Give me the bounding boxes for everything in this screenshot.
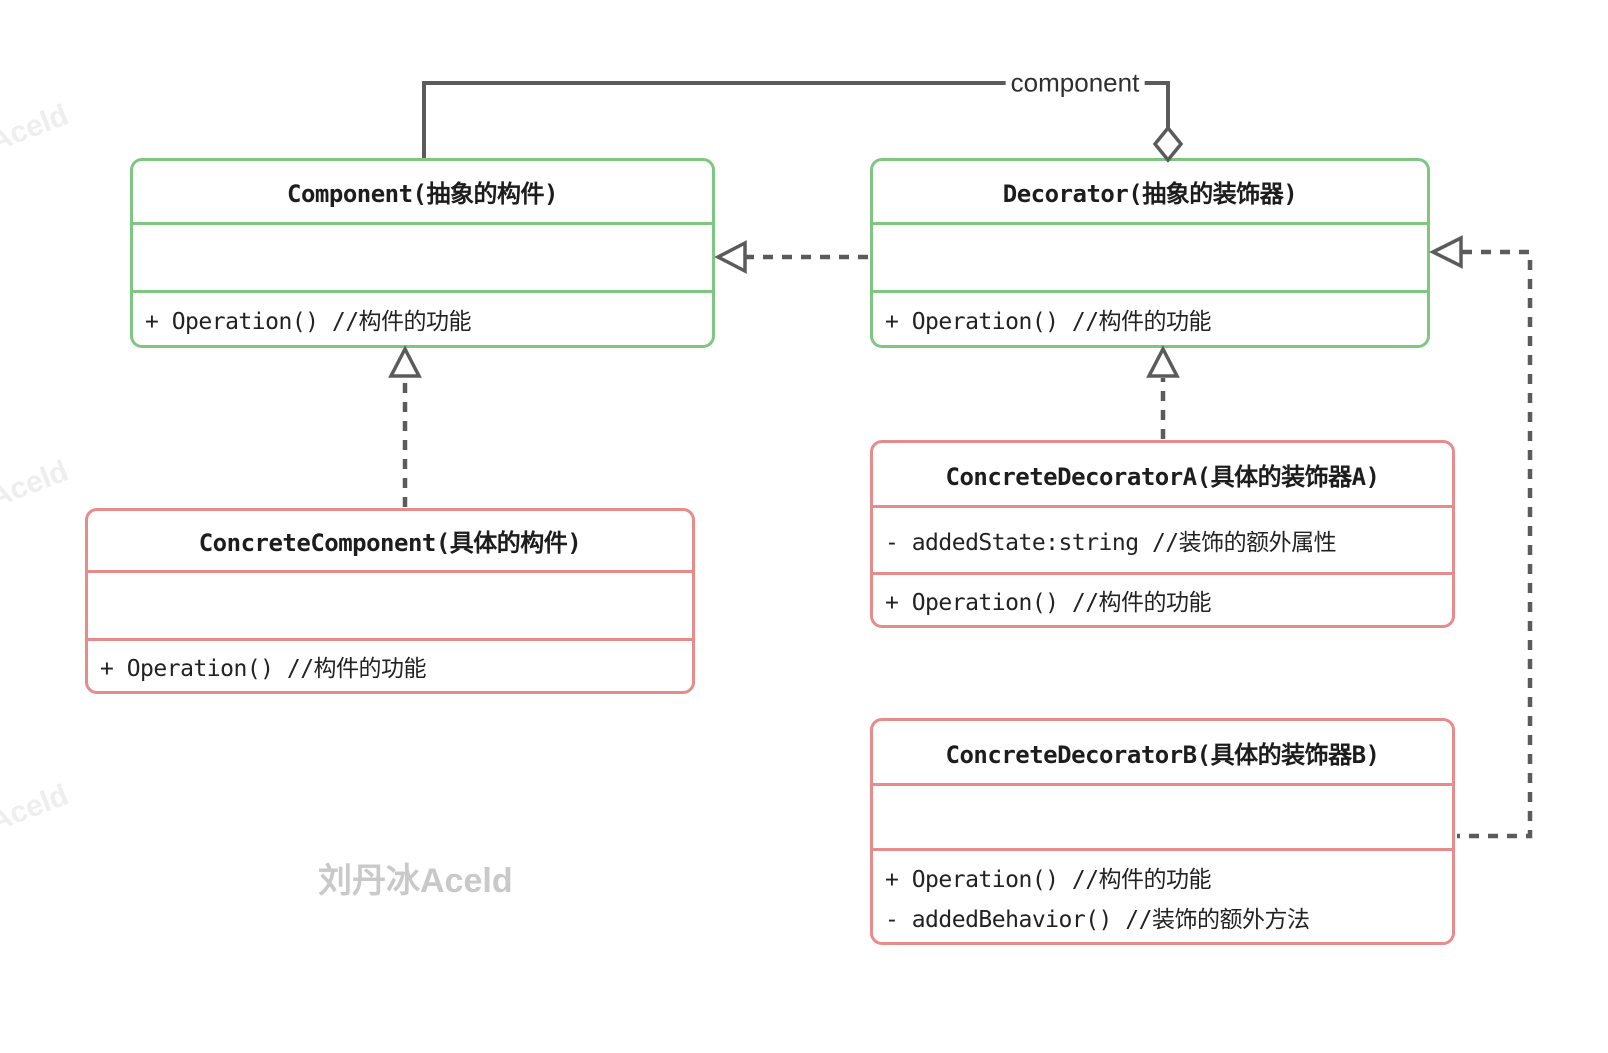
class-operations: + Operation() //构件的功能 - addedBehavior() … (873, 851, 1452, 942)
class-attributes-empty (88, 573, 692, 641)
class-title: Decorator(抽象的装饰器) (873, 161, 1427, 225)
class-concrete-component: ConcreteComponent(具体的构件) + Operation() /… (85, 508, 695, 694)
class-operation: + Operation() //构件的功能 (885, 866, 1212, 893)
association-label: component (1005, 67, 1145, 99)
class-title: ConcreteDecoratorA(具体的装饰器A) (873, 443, 1452, 508)
class-attribute: - addedState:string //装饰的额外属性 (873, 508, 1452, 575)
class-concrete-decorator-b: ConcreteDecoratorB(具体的装饰器B) + Operation(… (870, 718, 1455, 945)
watermark-text: Aceld (0, 454, 73, 515)
author-signature: 刘丹冰Aceld (318, 862, 513, 900)
concretedecoratora-to-decorator-arrow (1146, 345, 1180, 439)
hollow-triangle-icon (1146, 345, 1180, 378)
class-operation: + Operation() //构件的功能 (885, 590, 1212, 616)
concretecomponent-to-component-arrow (388, 345, 422, 507)
class-title: Component(抽象的构件) (133, 161, 712, 225)
class-operation: + Operation() //构件的功能 (885, 309, 1212, 335)
watermark-text: Aceld (0, 98, 73, 159)
class-concrete-decorator-a: ConcreteDecoratorA(具体的装饰器A) - addedState… (870, 440, 1455, 628)
aggregation-diamond-icon (1152, 125, 1184, 163)
class-operation: - addedBehavior() //装饰的额外方法 (885, 906, 1310, 933)
class-title: ConcreteComponent(具体的构件) (88, 511, 692, 573)
class-title: ConcreteDecoratorB(具体的装饰器B) (873, 721, 1452, 786)
class-attributes-empty (133, 225, 712, 293)
decorator-to-component-arrow (714, 240, 868, 274)
class-operation: + Operation() //构件的功能 (145, 309, 472, 335)
hollow-triangle-icon (1429, 235, 1463, 269)
class-attributes-empty (873, 225, 1427, 293)
hollow-triangle-icon (714, 240, 747, 274)
hollow-triangle-icon (388, 345, 422, 378)
class-component: Component(抽象的构件) + Operation() //构件的功能 (130, 158, 715, 348)
watermark-text: Aceld (0, 778, 73, 839)
class-operation: + Operation() //构件的功能 (100, 656, 427, 682)
class-decorator: Decorator(抽象的装饰器) + Operation() //构件的功能 (870, 158, 1430, 348)
class-attributes-empty (873, 786, 1452, 851)
